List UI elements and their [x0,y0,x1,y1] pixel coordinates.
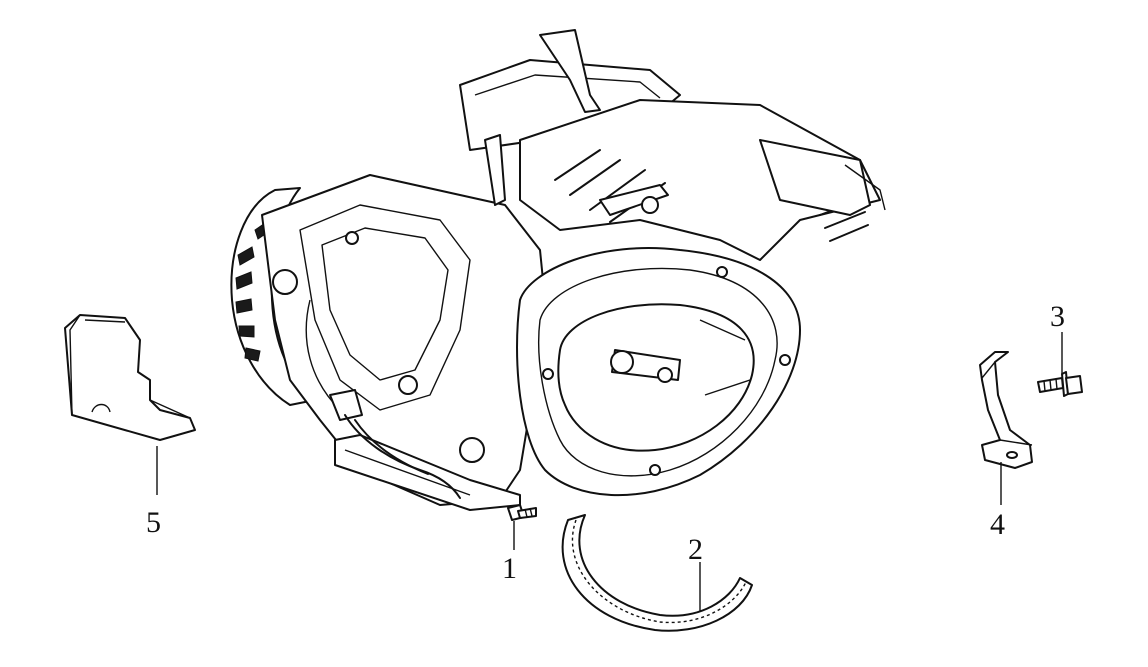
part-1-bolt [507,504,537,521]
part-5-cover-plate [64,314,196,441]
callout-2: 2 [688,533,703,566]
callout-1: 1 [502,552,517,585]
engine-assembly [230,29,886,511]
callout-3: 3 [1050,300,1065,333]
part-4-bracket [979,351,1033,469]
part-3-flange-bolt [1037,371,1083,397]
part-2-strip [561,514,753,632]
callout-5: 5 [146,506,161,539]
callout-4: 4 [990,508,1005,541]
